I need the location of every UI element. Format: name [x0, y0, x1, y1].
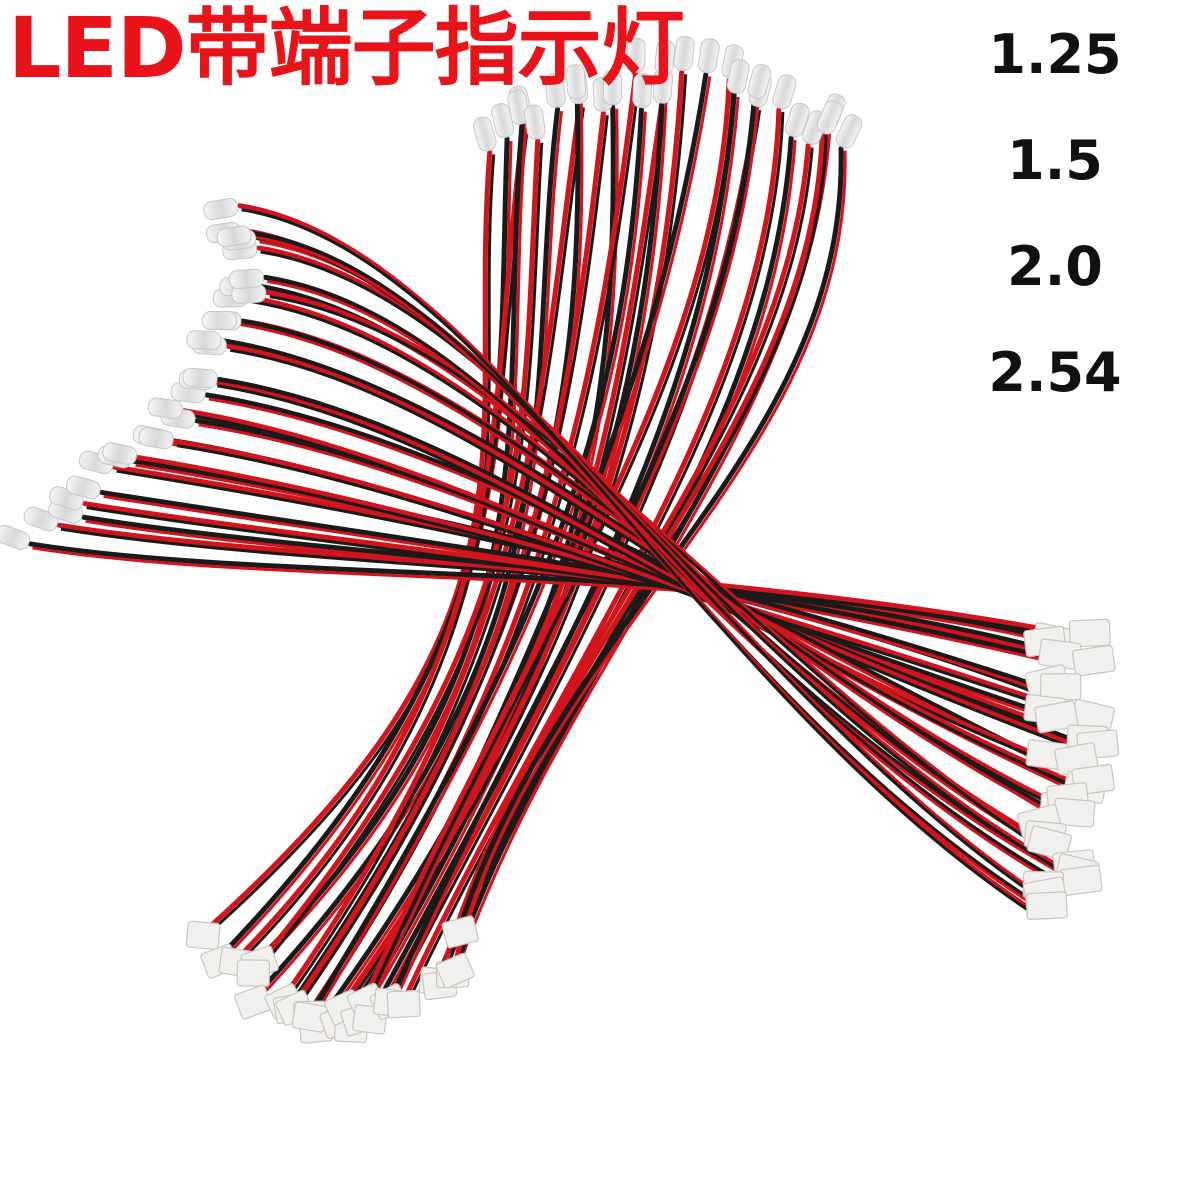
connector [1071, 644, 1116, 677]
led-head [201, 311, 237, 331]
led-head [835, 114, 863, 149]
led-head [544, 72, 566, 108]
led-head [147, 397, 183, 419]
wire-bundle-left-to-right [28, 203, 1081, 912]
led-head [138, 427, 174, 450]
wire [456, 146, 844, 932]
led-head [772, 74, 797, 110]
led-head [697, 38, 720, 74]
wire [229, 348, 1076, 788]
terminal-connectors [185, 618, 1120, 1044]
wire [181, 408, 1081, 749]
led-head [747, 63, 772, 99]
led-head [472, 116, 497, 152]
led-head [524, 104, 546, 140]
led-head [186, 330, 222, 350]
connector [1068, 618, 1111, 648]
led-head [203, 197, 239, 221]
connector [435, 952, 475, 989]
led-head [784, 102, 810, 138]
connector [386, 989, 421, 1019]
led-head [726, 58, 750, 94]
wire [235, 318, 1057, 814]
wire [234, 119, 527, 962]
led-head [816, 100, 843, 135]
led-head [565, 64, 587, 100]
connector [1034, 700, 1079, 734]
led-head [654, 39, 676, 75]
wire [241, 208, 1030, 912]
wire [140, 460, 1076, 717]
connector [1025, 891, 1068, 921]
connector [441, 915, 479, 949]
wire [60, 527, 1073, 640]
led-heads [0, 35, 863, 550]
connector [236, 959, 271, 987]
pitch-size-4: 2.54 [988, 341, 1122, 404]
wire [312, 111, 647, 1017]
led-head [0, 524, 30, 550]
wire [32, 546, 1037, 641]
wire [185, 413, 1081, 752]
led-head [102, 442, 138, 466]
wire [307, 107, 644, 1017]
wire [99, 489, 1077, 667]
led-head [626, 37, 646, 73]
led-head [182, 367, 218, 389]
led-head [228, 268, 264, 290]
connector [1026, 825, 1072, 861]
led-head [507, 89, 530, 125]
connector [1040, 673, 1082, 701]
led-head [602, 70, 623, 106]
wire [172, 439, 1040, 723]
wire [135, 455, 1076, 715]
led-head [216, 225, 252, 248]
wire [103, 494, 1077, 670]
led-head [65, 475, 101, 500]
pitch-size-2: 1.5 [1007, 129, 1103, 192]
wire [462, 150, 847, 932]
pitch-size-list: 1.25 1.5 2.0 2.54 [975, 20, 1135, 444]
product-title: LED带端子指示灯 [8, 0, 685, 97]
led-head [673, 35, 695, 72]
led-head [632, 73, 653, 109]
connector [185, 920, 221, 951]
wire [240, 323, 1057, 817]
pitch-size-3: 2.0 [1007, 235, 1103, 298]
pitch-size-1: 1.25 [988, 23, 1122, 86]
wire [267, 279, 1057, 872]
